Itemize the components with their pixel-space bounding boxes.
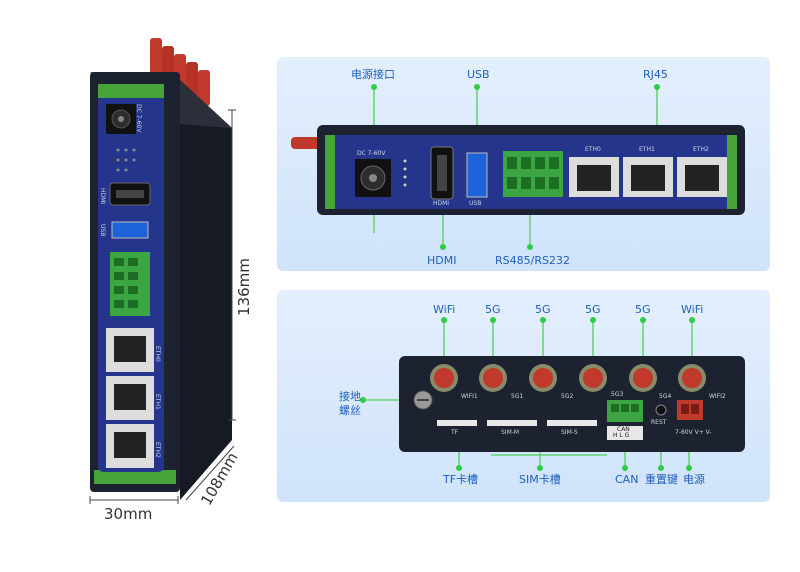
front-device-drawing — [89, 38, 236, 504]
height-dimension-label: 136mm — [235, 258, 253, 316]
rear-ports-panel: 电源接口 USB RJ45 HDMI RS485/RS232 DC 7-60V … — [277, 57, 770, 271]
callout-sim-slot: SIM卡槽 — [519, 473, 561, 486]
callout-can: CAN — [615, 473, 639, 486]
callout-serial: RS485/RS232 — [495, 254, 570, 267]
port-mark-5g2: 5G2 — [561, 393, 574, 400]
callout-power: 电源 — [683, 473, 705, 486]
port-mark-5g1: 5G1 — [511, 393, 524, 400]
front-dc-label: DC 7-60V — [135, 104, 142, 133]
rear-dc-text: DC 7-60V — [357, 150, 386, 157]
width-dimension-label: 30mm — [104, 505, 153, 523]
front-device-view: DC 7-60V HDMI USB ETH0 ETH1 ETH2 136mm 1… — [0, 0, 270, 572]
port-mark-wifi2: WIFI2 — [709, 393, 726, 400]
callout-power-port: 电源接口 — [351, 68, 395, 81]
rear-eth1-text: ETH1 — [639, 146, 655, 153]
reset-mark: REST — [651, 419, 667, 426]
callout-ground-screw: 接地 螺丝 — [339, 390, 361, 417]
antenna-label-5g1: 5G — [485, 303, 501, 316]
antenna-label-5g3: 5G — [585, 303, 601, 316]
antenna-side-panel: WiFi 5G 5G 5G 5G WiFi WIFI1 5G1 5G2 5G3 … — [277, 290, 770, 502]
antenna-label-5g2: 5G — [535, 303, 551, 316]
port-mark-5g3: 5G3 — [611, 391, 624, 398]
callout-tf-slot: TF卡槽 — [443, 473, 479, 486]
power-mark: 7-60V V+ V- — [675, 429, 712, 436]
rear-eth2-text: ETH2 — [693, 146, 709, 153]
front-usb-label: USB — [99, 224, 106, 237]
can-hlg-mark: H L G — [613, 432, 630, 439]
slot-mark-sim-m: SIM-M — [501, 429, 520, 436]
callout-rj45: RJ45 — [643, 68, 668, 81]
port-mark-5g4: 5G4 — [659, 393, 672, 400]
antenna-label-5g4: 5G — [635, 303, 651, 316]
rear-hdmi-text: HDMI — [433, 200, 450, 207]
callout-usb: USB — [467, 68, 490, 81]
rear-ports-drawing — [291, 84, 745, 250]
antenna-label-wifi1: WiFi — [433, 303, 456, 316]
front-eth1-label: ETH1 — [154, 394, 161, 410]
front-eth2-label: ETH2 — [154, 442, 161, 458]
antenna-side-drawing — [360, 317, 745, 471]
slot-mark-sim-s: SIM-S — [561, 429, 578, 436]
can-mark: CAN — [617, 426, 630, 433]
callout-reset: 重置键 — [645, 473, 678, 486]
rear-eth0-text: ETH0 — [585, 146, 601, 153]
port-mark-wifi1: WIFI1 — [461, 393, 478, 400]
callout-hdmi: HDMI — [427, 254, 457, 267]
antenna-label-wifi2: WiFi — [681, 303, 704, 316]
dimension-lines — [89, 109, 236, 504]
front-eth0-label: ETH0 — [154, 346, 161, 362]
antenna-connectors — [430, 364, 706, 392]
front-hdmi-label: HDMI — [99, 188, 106, 205]
slot-mark-tf: TF — [451, 429, 459, 436]
rear-usb-text: USB — [469, 200, 482, 207]
